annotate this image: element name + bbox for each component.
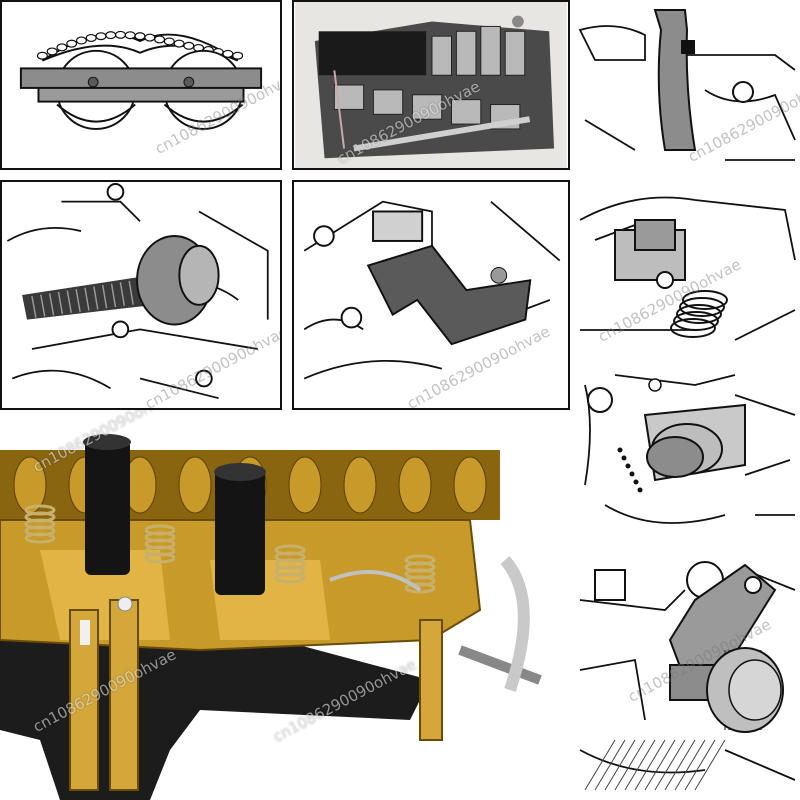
cylinder-head-fixture-photo: cn1086290090ohvae cn1086290090ohvae cn10… <box>0 410 570 800</box>
cap-tool-icon <box>584 374 796 524</box>
pulley-cap-drawing <box>575 365 800 540</box>
camshaft-holder-bar-icon <box>19 30 263 130</box>
cylinder-head-icon <box>295 2 567 168</box>
camshaft-locking-plate-drawing: cn1086290090ohvae <box>292 180 570 410</box>
threaded-puller-icon <box>6 182 269 400</box>
engine-head-photo: cn1086290090ohvae <box>292 0 570 170</box>
spring-compressor-icon <box>579 196 796 341</box>
lever-tool-icon <box>578 9 796 161</box>
threaded-puller-drawing: cn1086290090ohvae <box>0 180 282 410</box>
knurled-knob-icon <box>579 561 796 791</box>
brass-fixture-icon <box>0 410 570 800</box>
chain-tensioner-bar-drawing: cn1086290090ohvae <box>0 0 282 170</box>
valve-lever-tool-drawing: cn1086290090ohvae <box>575 0 800 170</box>
knurled-knob-tool-drawing: cn1086290090ohvae <box>575 550 800 800</box>
valve-spring-compressor-drawing: cn1086290090ohvae <box>575 180 800 355</box>
locking-plate-icon <box>303 200 561 380</box>
